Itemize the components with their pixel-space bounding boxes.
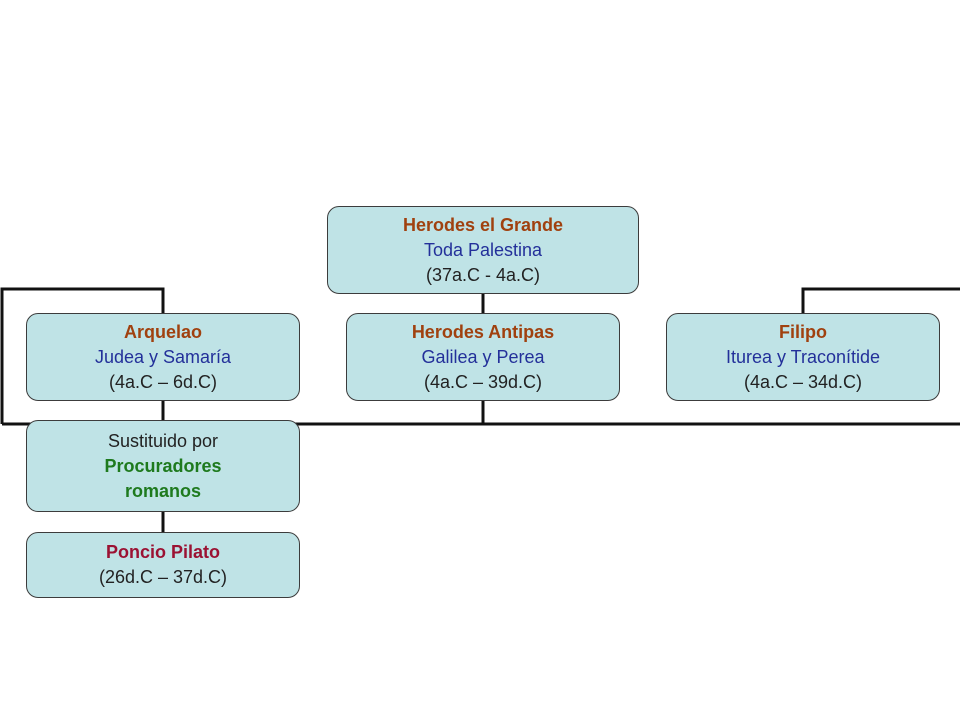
antipas-name: Herodes Antipas [411,321,555,342]
box-filipo: Filipo Iturea y Traconítide (4a.C – 34d.… [666,313,940,401]
filipo-region: Iturea y Traconítide [725,346,881,367]
arquelao-dates: (4a.C – 6d.C) [108,371,218,392]
romanos-label: romanos [124,480,202,501]
arquelao-name: Arquelao [123,321,202,342]
box-poncio-pilato: Poncio Pilato (26d.C – 37d.C) [26,532,300,598]
herodes-grande-name: Herodes el Grande [402,214,564,235]
sustituido-label: Sustituido por [107,430,219,451]
filipo-dates: (4a.C – 34d.C) [743,371,863,392]
pilato-dates: (26d.C – 37d.C) [98,567,228,587]
herodes-grande-dates: (37a.C - 4a.C) [425,264,541,285]
pilato-name: Poncio Pilato [105,542,220,562]
filipo-name: Filipo [779,321,827,342]
box-arquelao: Arquelao Judea y Samaría (4a.C – 6d.C) [26,313,300,401]
antipas-dates: (4a.C – 39d.C) [423,371,543,392]
antipas-region: Galilea y Perea [421,346,545,367]
box-sustituido: Sustituido por Procuradores romanos [26,420,300,512]
box-herodes-antipas: Herodes Antipas Galilea y Perea (4a.C – … [346,313,620,401]
herodes-grande-region: Toda Palestina [423,239,543,260]
box-herodes-el-grande: Herodes el Grande Toda Palestina (37a.C … [327,206,639,294]
procuradores-label: Procuradores [104,455,222,476]
arquelao-region: Judea y Samaría [94,346,232,367]
connector-left-loop [0,287,165,424]
connector-right-loop [801,287,960,313]
